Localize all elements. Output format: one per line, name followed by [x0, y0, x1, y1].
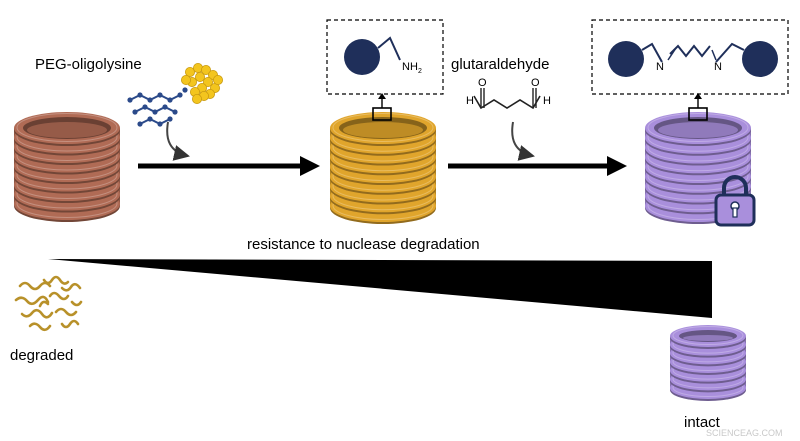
intact-label: intact — [684, 414, 720, 431]
lock-icon — [714, 175, 756, 227]
amine-subscript: 2 — [418, 68, 422, 75]
crosslink-bead-left-icon — [608, 41, 644, 77]
dna-origami-stack-coated — [330, 112, 436, 224]
intact-dna-origami-stack — [670, 325, 746, 401]
amine-bead-icon — [344, 39, 380, 75]
resistance-label: resistance to nuclease degradation — [247, 236, 480, 253]
hydrogen-left-label: H — [466, 95, 474, 107]
main-arrow-2 — [448, 156, 627, 176]
nitrogen-left-label: N — [656, 61, 664, 73]
crosslink-inset: N N — [591, 19, 789, 95]
nitrogen-right-label: N — [714, 61, 722, 73]
peg-oligolysine-label: PEG-oligolysine — [35, 56, 142, 73]
main-arrow-1 — [138, 156, 320, 176]
zoom-marker-gold — [372, 93, 392, 121]
hydrogen-right-label: H — [543, 95, 551, 107]
dna-origami-stack-brown — [14, 112, 120, 222]
glutaraldehyde-label: glutaraldehyde — [451, 56, 550, 73]
oxygen-left-label: O — [478, 77, 487, 89]
amine-label: NH — [402, 61, 418, 73]
crosslink-bead-right-icon — [742, 41, 778, 77]
peg-oligolysine-molecule-icon — [127, 63, 223, 127]
zoom-marker-purple — [688, 93, 708, 121]
amine-inset: NH 2 — [326, 19, 444, 95]
curved-arrow-icon — [511, 121, 535, 161]
glutaraldehyde-molecule-icon: O O H H — [466, 77, 551, 110]
watermark: SCIENCEAG.COM — [706, 428, 783, 438]
degraded-label: degraded — [10, 347, 74, 364]
resistance-gradient-wedge — [48, 259, 712, 318]
oxygen-right-label: O — [531, 77, 540, 89]
curved-arrow-icon — [166, 121, 190, 161]
degraded-dna-strands-icon — [14, 275, 83, 332]
dna-origami-stack-crosslinked — [645, 112, 751, 224]
